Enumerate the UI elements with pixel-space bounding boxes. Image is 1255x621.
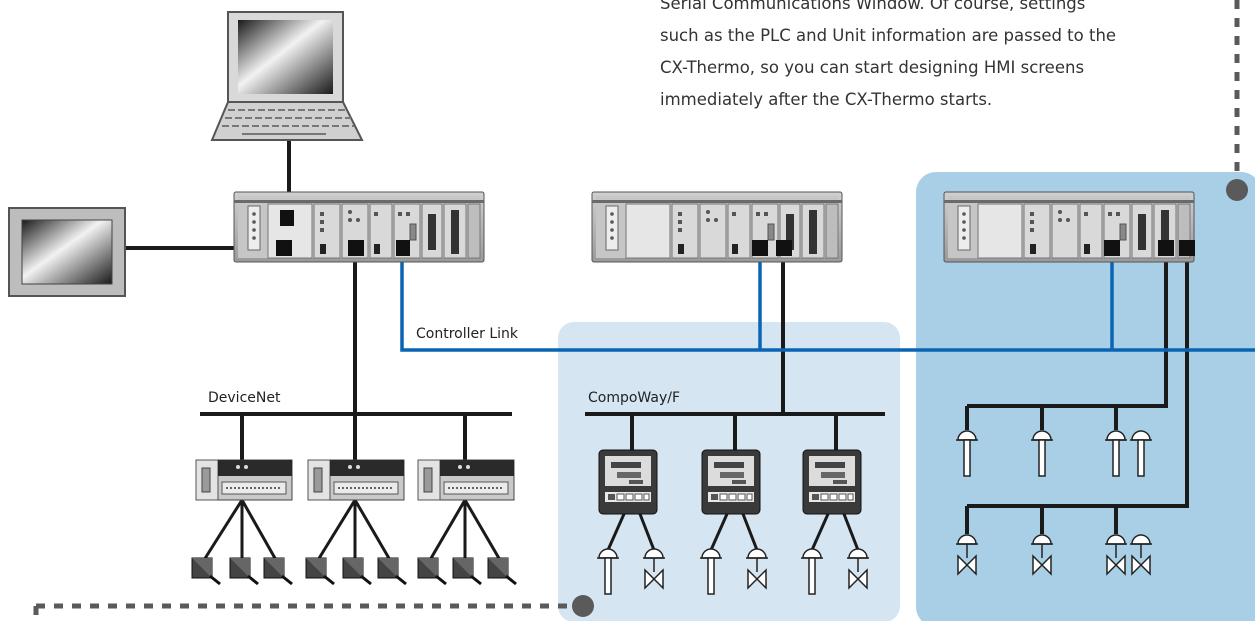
temperature-controller-icon [802, 449, 862, 515]
rack-ports [276, 210, 1195, 256]
devicenet-slave-icon [195, 459, 293, 501]
controller-link-line [400, 254, 1255, 352]
laptop-icon [210, 11, 364, 141]
right-panel [916, 172, 1255, 621]
caption-line: Serial Communications Window. Of course,… [660, 0, 1086, 13]
caption-line: immediately after the CX-Thermo starts. [660, 90, 993, 109]
sensor-wiring [202, 499, 860, 561]
caption-line: such as the PLC and Unit information are… [660, 26, 1117, 45]
temperature-controller-icon [701, 449, 761, 515]
caption-line: CX-Thermo, so you can start designing HM… [660, 58, 1085, 77]
description-text: Serial Communications Window. Of course,… [660, 0, 1180, 116]
devicenet-label: DeviceNet [208, 390, 281, 406]
dotted-connector-bottom [33, 595, 594, 621]
devicenet-slave-icon [307, 459, 405, 501]
plc-rack-icon [943, 191, 1195, 263]
dotted-connector-right [1226, 0, 1248, 201]
wiring [125, 140, 1189, 534]
devicenet-slave-icon [417, 459, 515, 501]
temperature-controller-icon [598, 449, 658, 515]
controller-link-label: Controller Link [416, 326, 519, 342]
compoway-label: CompoWay/F [588, 390, 680, 406]
touch-panel-icon [8, 207, 126, 297]
plc-rack-icon [591, 191, 843, 263]
sensor-icon [190, 556, 518, 586]
